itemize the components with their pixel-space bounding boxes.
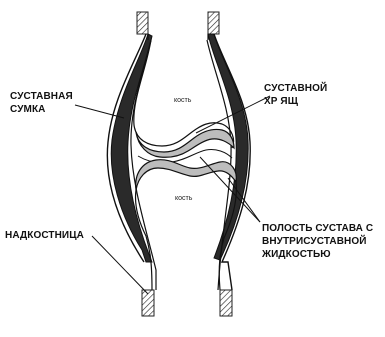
periosteum-top-right: [208, 12, 219, 34]
label-cavity: ПОЛОСТЬ СУСТАВА С ВНУТРИСУСТАВНОЙ ЖИДКОС…: [262, 222, 373, 261]
label-periosteum: НАДКОСТНИЦА: [5, 229, 84, 242]
label-cartilage: СУСТАВНОЙ ХР ЯЩ: [264, 82, 327, 108]
label-bone-lower: кость: [175, 195, 192, 202]
label-bone-upper: кость: [174, 97, 191, 104]
periosteum-bottom-right: [220, 290, 232, 316]
leader-capsule: [75, 105, 124, 118]
upper-cartilage: [136, 129, 234, 157]
periosteum-top-left: [137, 12, 148, 34]
label-capsule: СУСТАВНАЯ СУМКА: [10, 90, 73, 116]
lower-cartilage: [136, 160, 237, 190]
